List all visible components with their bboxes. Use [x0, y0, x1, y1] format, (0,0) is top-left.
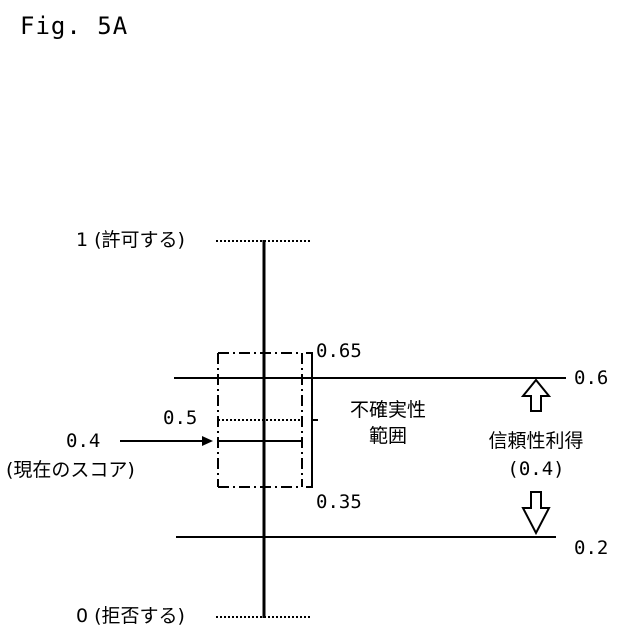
current-score-arrowhead: [202, 436, 213, 446]
score-axis-top-label: 1 (許可する): [76, 229, 185, 251]
uncertainty-lower-value: 0.35: [316, 491, 362, 513]
uncertainty-bracket: [306, 353, 312, 487]
uncertainty-mid-value: 0.5: [163, 407, 197, 429]
uncertainty-label-line1: 不確実性: [326, 399, 450, 421]
figure-label: Fig. 5A: [20, 12, 128, 40]
upper-threshold-value: 0.6: [574, 367, 608, 389]
reliability-gain-value: (0.4): [466, 458, 606, 480]
current-score-value: 0.4: [66, 430, 100, 452]
gain-down-arrow-icon: [523, 492, 549, 533]
lower-threshold-value: 0.2: [574, 537, 608, 559]
uncertainty-label-line2: 範囲: [326, 425, 450, 447]
reliability-gain-label: 信頼性利得: [466, 430, 606, 452]
score-axis-bottom-label: 0 (拒否する): [76, 605, 185, 627]
current-score-label: (現在のスコア): [6, 459, 135, 481]
uncertainty-upper-value: 0.65: [316, 340, 362, 362]
gain-up-arrow-icon: [523, 380, 549, 411]
